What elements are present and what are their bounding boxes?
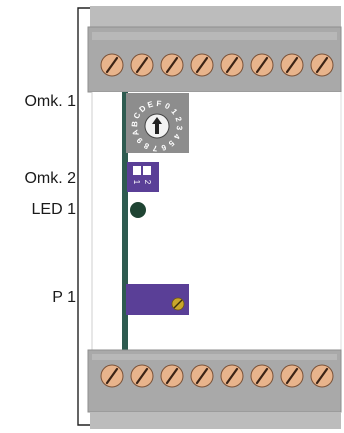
top-terminal-block bbox=[87, 6, 342, 93]
bottom-terminal-screw-4 bbox=[190, 364, 214, 388]
top-terminal-screw-4 bbox=[190, 53, 214, 77]
rotary-digit: 0 bbox=[163, 101, 172, 111]
bottom-terminal-screw-6 bbox=[250, 364, 274, 388]
top-terminal-screw-1 bbox=[100, 53, 124, 77]
outer-bracket bbox=[77, 7, 90, 426]
rotary-digit: 9 bbox=[135, 135, 145, 145]
bottom-terminal-screw-8 bbox=[310, 364, 334, 388]
label-p1: P 1 bbox=[52, 289, 76, 306]
bottom-terminal-screw-1 bbox=[100, 364, 124, 388]
trimmer-potentiometer bbox=[126, 284, 189, 315]
dip-switch: 1 2 bbox=[127, 162, 159, 192]
rotary-digit: A bbox=[130, 128, 140, 136]
arrow-up-icon bbox=[152, 117, 162, 134]
rotary-digit: E bbox=[146, 99, 154, 109]
bottom-terminal-screw-5 bbox=[220, 364, 244, 388]
rotary-digit: 7 bbox=[152, 144, 158, 153]
dip-switch-label-2: 2 bbox=[143, 180, 152, 185]
top-terminal-screw-3 bbox=[160, 53, 184, 77]
bottom-terminal-screw-7 bbox=[280, 364, 304, 388]
rotary-digit: F bbox=[156, 99, 162, 108]
top-terminal-screw-8 bbox=[310, 53, 334, 77]
bottom-terminal-screw-2 bbox=[130, 364, 154, 388]
dip-switch-label-1: 1 bbox=[132, 180, 141, 185]
bottom-terminal-block bbox=[87, 349, 342, 429]
rotary-digit: 6 bbox=[160, 142, 167, 152]
rotary-digit: C bbox=[132, 111, 143, 120]
rotary-digit: 1 bbox=[169, 107, 179, 117]
rotary-digit: D bbox=[138, 103, 148, 114]
top-terminal-screw-6 bbox=[250, 53, 274, 77]
top-terminal-screw-5 bbox=[220, 53, 244, 77]
rotary-digit: 8 bbox=[142, 141, 151, 151]
top-terminal-screw-7 bbox=[280, 53, 304, 77]
rotary-digit: 2 bbox=[173, 116, 183, 123]
bottom-terminal-screw-3 bbox=[160, 364, 184, 388]
top-terminal-screw-2 bbox=[130, 53, 154, 77]
rotary-digit: 4 bbox=[172, 132, 182, 141]
rotary-digit: 5 bbox=[166, 138, 176, 148]
label-omk1: Omk. 1 bbox=[24, 93, 76, 110]
label-led1: LED 1 bbox=[31, 201, 76, 218]
led-indicator bbox=[130, 202, 146, 218]
label-omk2: Omk. 2 bbox=[24, 170, 76, 187]
rotary-digit: 3 bbox=[175, 125, 184, 131]
rotary-digit: B bbox=[130, 121, 139, 128]
pcb-trace bbox=[122, 92, 128, 350]
